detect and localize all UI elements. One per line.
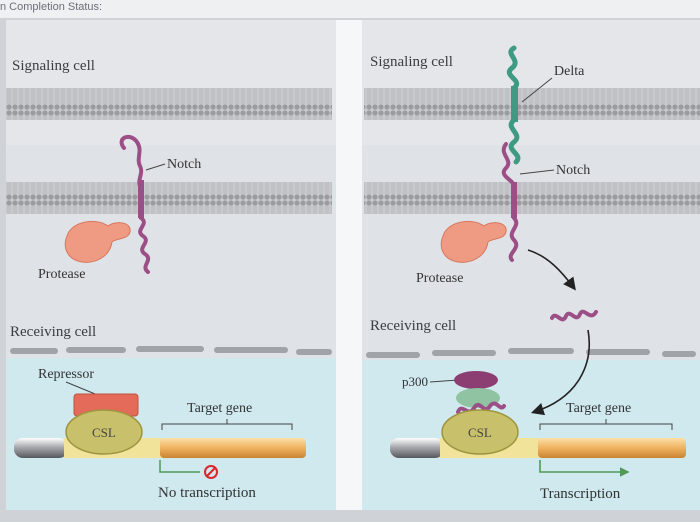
signaling-cell-membrane: [6, 88, 332, 120]
left-receiving-cell-label: Receiving cell: [10, 324, 96, 340]
notch-transmembrane: [138, 180, 144, 218]
coactivator-shape: [456, 388, 500, 408]
left-dna-left: [14, 438, 68, 458]
completion-status-label: n Completion Status:: [0, 1, 103, 13]
right-signaling-cell-label: Signaling cell: [370, 54, 453, 70]
right-signaling-cell-membrane: [364, 88, 700, 120]
left-csl-shape: [65, 409, 143, 455]
nuclear-import-arrow: [530, 329, 590, 416]
right-notch-extracellular: [501, 142, 516, 188]
notch-receptor-extracellular: [119, 134, 144, 190]
left-repressor-label: Repressor: [38, 367, 94, 382]
right-panel: Signaling cell Delta Notch Protease Rece…: [362, 20, 700, 510]
left-target-gene-bar: [160, 438, 306, 458]
right-notch-label: Notch: [556, 163, 590, 178]
receiving-cell-membrane: [6, 182, 332, 214]
left-csl-label: CSL: [92, 425, 116, 440]
right-csl-shape: [441, 409, 519, 455]
right-receiving-cell-label: Receiving cell: [370, 318, 456, 334]
p300-shape: [454, 371, 498, 389]
left-nuclear-envelope: [10, 346, 332, 355]
completion-status-bar: n Completion Status:: [0, 0, 700, 18]
delta-ligand-tail: [508, 117, 521, 165]
right-target-gene-label: Target gene: [566, 401, 631, 416]
right-dna-left: [390, 438, 444, 458]
panel-divider: [336, 20, 362, 510]
left-signaling-cell-label: Signaling cell: [12, 58, 95, 74]
right-p300-label: p300: [402, 374, 428, 389]
cleavage-arrow: [527, 249, 576, 291]
notch-intracellular-domain: [138, 216, 151, 274]
right-protease-shape: [440, 220, 507, 263]
right-notch-stub: [508, 216, 519, 262]
released-nicd: [550, 309, 598, 322]
right-transcription-label: Transcription: [540, 486, 621, 502]
right-nuclear-envelope: [366, 348, 696, 358]
left-nucleus: [6, 358, 336, 510]
protease-shape: [64, 220, 131, 263]
left-no-transcription-label: No transcription: [158, 485, 256, 501]
transcription-arrow: [539, 460, 630, 477]
left-protease-label: Protease: [38, 267, 85, 282]
left-notch-label: Notch: [167, 157, 201, 172]
bound-nicd: [456, 401, 506, 414]
delta-transmembrane: [511, 86, 518, 122]
delta-ligand-extracellular: [507, 45, 519, 91]
right-nucleus: [362, 360, 700, 510]
right-protease-label: Protease: [416, 271, 463, 286]
right-csl-label: CSL: [468, 425, 492, 440]
notch-signaling-figure: Signaling cell Notch Protease Receiving …: [0, 20, 700, 517]
right-notch-transmembrane: [511, 182, 517, 218]
right-target-gene-bar: [538, 438, 686, 458]
no-transcription-icon: [204, 465, 218, 479]
right-receiving-cell-membrane: [364, 182, 700, 214]
left-target-gene-label: Target gene: [187, 401, 252, 416]
right-delta-label: Delta: [554, 64, 585, 79]
left-panel: Signaling cell Notch Protease Receiving …: [6, 20, 336, 510]
